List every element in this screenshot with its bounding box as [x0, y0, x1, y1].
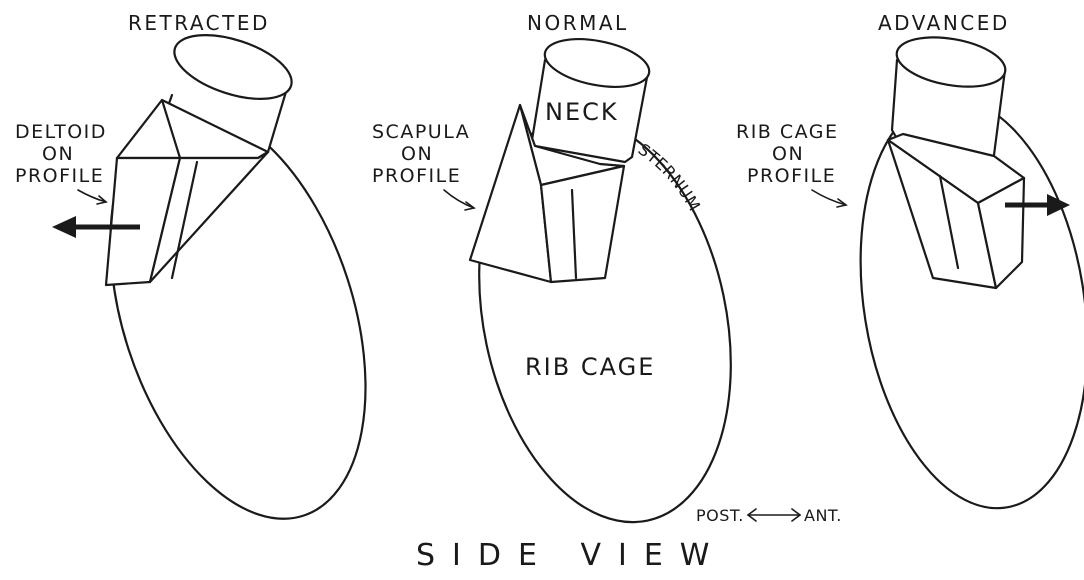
retracted-title: RETRACTED — [128, 11, 270, 35]
advanced-figure: ADVANCED RIB CAGE ON PROFILE — [736, 11, 1084, 525]
normal-label: SCAPULA ON PROFILE — [372, 121, 474, 210]
advanced-label-line-2: ON — [772, 143, 804, 165]
retracted-label: DELTOID ON PROFILE — [15, 121, 107, 204]
retracted-label-line-3: PROFILE — [15, 165, 104, 187]
normal-figure: NORMAL NECK SCAPULA ON PROFILE STERNUM — [372, 11, 766, 546]
side-view-title: SIDE VIEW — [416, 538, 726, 573]
advanced-label: RIB CAGE ON PROFILE — [736, 121, 846, 207]
advanced-pointer — [812, 190, 846, 205]
advanced-label-line-1: RIB CAGE — [736, 121, 839, 143]
advanced-label-line-3: PROFILE — [747, 165, 836, 187]
posterior-label: POST. — [696, 506, 744, 525]
double-arrow-icon — [748, 509, 800, 521]
normal-rib-cage — [444, 94, 766, 545]
retracted-label-line-1: DELTOID — [15, 121, 107, 143]
retracted-pointer — [78, 190, 106, 202]
neck-label: NECK — [545, 98, 619, 126]
retracted-figure: RETRACTED DELTOID ON PROFILE — [15, 11, 413, 551]
advanced-title: ADVANCED — [878, 11, 1010, 35]
normal-label-line-2: ON — [401, 143, 433, 165]
rib-cage-label: RIB CAGE — [525, 353, 655, 381]
normal-label-line-3: PROFILE — [372, 165, 461, 187]
normal-neck: NECK — [532, 31, 653, 162]
direction-key: POST. ANT. — [696, 506, 842, 525]
normal-label-line-1: SCAPULA — [372, 121, 470, 143]
anterior-label: ANT. — [804, 506, 842, 525]
retracted-label-line-2: ON — [42, 143, 74, 165]
normal-title: NORMAL — [527, 11, 629, 35]
